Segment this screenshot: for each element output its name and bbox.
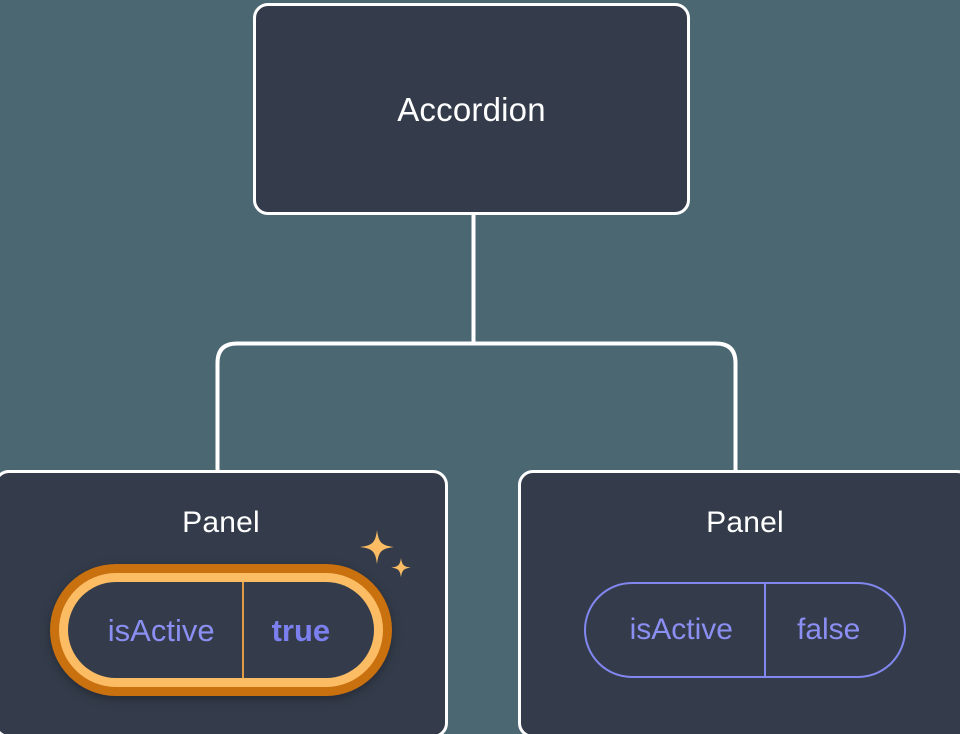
panel-body: isActive false	[521, 538, 960, 678]
panel-body: isActive true	[0, 530, 445, 696]
prop-badge-highlighted[interactable]: isActive true	[49, 564, 393, 696]
prop-key: isActive	[629, 613, 733, 646]
prop-badge-wrapper: isActive false	[521, 582, 960, 678]
node-title: Panel	[706, 506, 784, 539]
prop-badge-wrapper: isActive true	[0, 530, 445, 696]
node-title: Panel	[182, 506, 260, 539]
node-title: Accordion	[397, 90, 546, 128]
prop-divider	[763, 584, 766, 676]
connector-branch-bus	[215, 341, 738, 470]
prop-badge[interactable]: isActive false	[583, 582, 907, 678]
prop-divider	[241, 582, 244, 678]
prop-value: false	[796, 613, 861, 646]
badge-inner-ring: isActive true	[58, 573, 384, 687]
node-panel-active[interactable]: Panel isActive true	[0, 470, 448, 734]
node-panel-inactive[interactable]: Panel isActive false	[518, 470, 960, 734]
prop-value: true	[271, 612, 331, 648]
badge-core: isActive true	[67, 582, 375, 678]
prop-key: isActive	[107, 612, 215, 648]
node-accordion[interactable]: Accordion	[253, 3, 690, 215]
